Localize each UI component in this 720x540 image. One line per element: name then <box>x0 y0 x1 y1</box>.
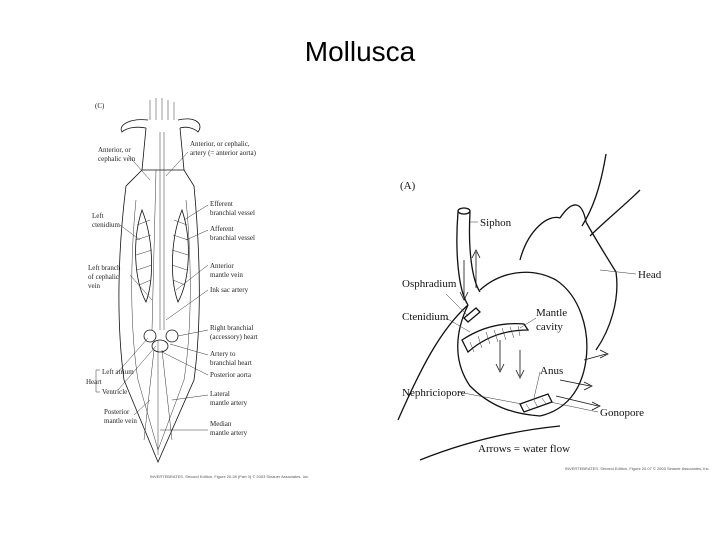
label-heart: Heart <box>86 378 102 386</box>
label-ink-sac: Ink sac artery <box>210 286 249 294</box>
left-ctenidium-shape <box>135 208 153 303</box>
label-anus: Anus <box>540 365 563 377</box>
label-lateral-mantle-2: mantle artery <box>210 399 248 407</box>
anus-gonopore-shape <box>519 393 553 413</box>
label-afferent-1: Afferent <box>210 225 234 233</box>
label-anterior-mantle-1: Anterior <box>210 262 234 270</box>
label-mantle-cavity-2: cavity <box>536 321 563 333</box>
label-left-branch-3: vein <box>88 282 101 290</box>
label-left-branch-1: Left branch <box>88 264 121 272</box>
label-left-ctenidium-1: Left <box>92 212 104 220</box>
label-osphradium: Osphradium <box>402 278 457 290</box>
right-ctenidium-shape <box>171 208 189 303</box>
label-afferent-2: branchial vessel <box>210 234 255 242</box>
label-right-branchial-2: (accessory) heart <box>210 333 258 341</box>
label-anterior-mantle-2: mantle vein <box>210 271 243 279</box>
label-left-atrium: Left atrium <box>102 368 134 376</box>
osphradium-shape <box>463 307 481 323</box>
label-anterior-vein-2: cephalic vein <box>98 155 136 163</box>
label-anterior-artery-1: Anterior, or cephalic, <box>190 140 250 148</box>
label-efferent-2: branchial vessel <box>210 209 255 217</box>
heart-shapes <box>143 329 179 353</box>
ctenidium-shape <box>461 322 530 354</box>
squid-body-outline <box>118 98 201 464</box>
label-artery-to-2: branchial heart <box>210 359 252 367</box>
label-gonopore: Gonopore <box>600 407 644 419</box>
label-siphon: Siphon <box>480 217 512 229</box>
label-arrows-caption: Arrows = water flow <box>478 443 570 455</box>
credit-a: INVERTEBRATES, Second Edition, Figure 20… <box>565 466 710 471</box>
label-posterior-mantle-1: Posterior <box>104 408 130 416</box>
credit-c: INVERTEBRATES, Second Edition, Figure 20… <box>150 474 309 479</box>
figure-a: (A) <box>397 153 710 471</box>
label-anterior-vein-1: Anterior, or <box>98 146 131 154</box>
label-right-branchial-1: Right branchial <box>210 324 253 332</box>
label-lateral-mantle-1: Lateral <box>210 390 230 398</box>
label-artery-to-1: Artery to <box>210 350 236 358</box>
label-efferent-1: Efferent <box>210 200 233 208</box>
label-posterior-aorta: Posterior aorta <box>210 371 252 379</box>
slide-title: Mollusca <box>304 36 416 67</box>
water-flow-arrows <box>459 249 609 411</box>
label-median-mantle-1: Median <box>210 420 232 428</box>
label-nephridiopore: Nephriciopore <box>402 387 466 399</box>
label-ctenidium: Ctenidium <box>402 311 449 323</box>
label-anterior-artery-2: artery (= anterior aorta) <box>190 149 257 157</box>
label-ventricle: Ventricle <box>102 388 127 396</box>
label-posterior-mantle-2: mantle vein <box>104 417 137 425</box>
label-mantle-cavity-1: Mantle <box>536 307 567 319</box>
label-median-mantle-2: mantle artery <box>210 429 248 437</box>
label-head: Head <box>638 269 662 281</box>
snail-outline <box>397 153 641 461</box>
panel-label-a: (A) <box>400 180 416 192</box>
panel-label-c: (C) <box>95 102 105 110</box>
label-left-ctenidium-2: ctenidium <box>92 221 121 229</box>
figure-c: (C) <box>86 98 309 479</box>
label-left-branch-2: of cephalic <box>88 273 119 281</box>
